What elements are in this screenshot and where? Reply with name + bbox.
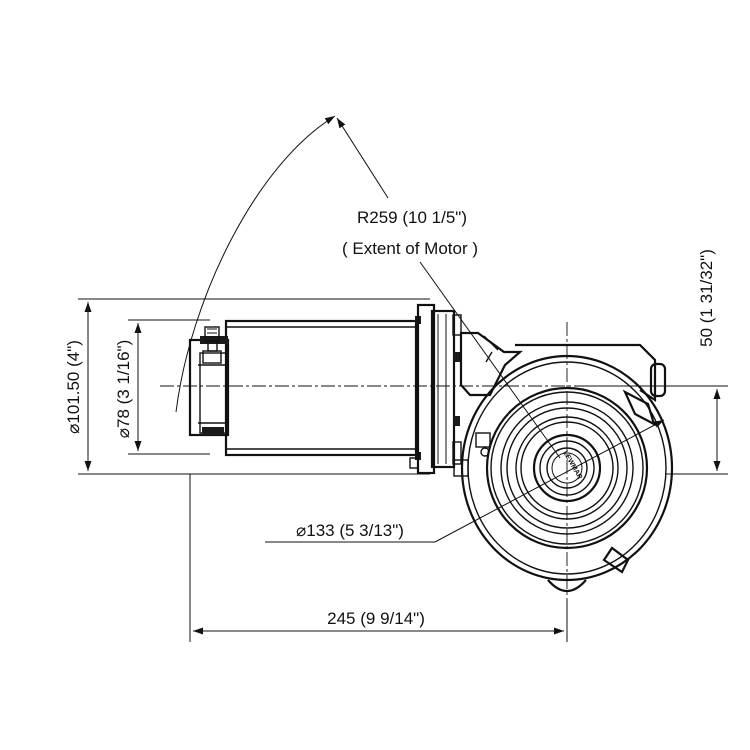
dimension-dia-101: ⌀101.50 (4"): [64, 302, 92, 471]
dimension-height-50: 50 (1 31/32"): [697, 249, 721, 471]
dimension-dia-78: ⌀78 (3 1/16"): [114, 323, 142, 451]
motor-body: [188, 316, 421, 469]
dim-label-height-50: 50 (1 31/32"): [697, 249, 716, 347]
extension-lines: [78, 298, 728, 642]
extent-arc: [175, 115, 561, 459]
dimension-dia-133: ⌀133 (5 3/13"): [265, 419, 665, 543]
dim-label-dia-101: ⌀101.50 (4"): [64, 340, 83, 434]
dim-label-radius-note: ( Extent of Motor ): [342, 239, 478, 258]
motor-flange: [416, 303, 469, 477]
dim-label-radius: R259 (10 1/5"): [357, 208, 467, 227]
dim-label-dia-133: ⌀133 (5 3/13"): [296, 521, 404, 540]
dim-label-dia-78: ⌀78 (3 1/16"): [114, 340, 133, 439]
terminal-stud: [202, 326, 222, 364]
dimension-radius: R259 (10 1/5") ( Extent of Motor ): [342, 208, 478, 258]
dim-label-length-245: 245 (9 9/14"): [327, 609, 425, 628]
gearbox-housing: [459, 331, 667, 403]
dimension-length-245: 245 (9 9/14"): [193, 609, 564, 635]
